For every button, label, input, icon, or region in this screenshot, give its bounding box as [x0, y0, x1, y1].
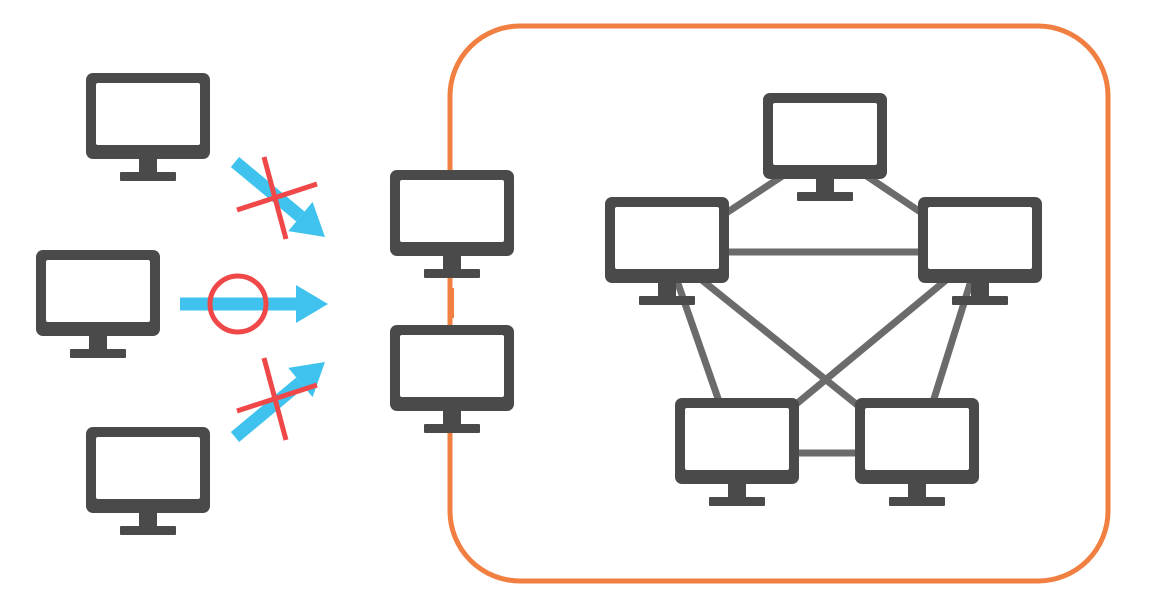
monitor-screen [928, 207, 1032, 269]
monitor-icon [86, 427, 210, 535]
monitor-neck [89, 336, 107, 352]
cross-stroke [236, 181, 318, 213]
monitor-neck [139, 159, 157, 175]
arrow-shaft [230, 157, 305, 222]
monitor-icon [855, 398, 979, 506]
monitor-base [424, 424, 480, 433]
monitor-neck [443, 411, 461, 427]
monitor-icon [605, 197, 729, 305]
gateway-connector-segment [448, 288, 454, 318]
arrow-head [288, 362, 325, 398]
cross-mark-icon [236, 156, 318, 240]
monitor-neck [139, 513, 157, 529]
monitor-base [952, 296, 1008, 305]
monitor-base [424, 269, 480, 278]
arrow-icon [180, 285, 328, 323]
hosts-layer [36, 73, 1042, 535]
monitor-icon [675, 398, 799, 506]
monitor-base [639, 296, 695, 305]
monitor-neck [816, 179, 834, 195]
monitor-screen [685, 408, 789, 470]
monitor-base [797, 192, 853, 201]
monitor-icon [86, 73, 210, 181]
monitor-base [709, 497, 765, 506]
monitor-neck [658, 283, 676, 299]
monitor-base [70, 349, 126, 358]
monitor-icon [763, 93, 887, 201]
arrow-head [296, 285, 328, 323]
monitor-screen [46, 260, 150, 322]
monitor-screen [96, 437, 200, 499]
cross-stroke [236, 382, 318, 414]
access-arrows-layer [180, 156, 328, 442]
monitor-neck [728, 484, 746, 500]
monitor-icon [918, 197, 1042, 305]
monitor-screen [400, 335, 504, 397]
monitor-icon [390, 325, 514, 433]
monitor-icon [390, 170, 514, 278]
monitor-base [889, 497, 945, 506]
monitor-neck [971, 283, 989, 299]
monitor-base [120, 172, 176, 181]
monitor-neck [443, 256, 461, 272]
monitor-neck [908, 484, 926, 500]
monitor-icon [36, 250, 160, 358]
circle-mark-icon [207, 273, 269, 335]
monitor-screen [865, 408, 969, 470]
monitor-screen [400, 180, 504, 242]
arrow-icon [230, 157, 325, 237]
monitor-base [120, 526, 176, 535]
cross-mark-icon [236, 357, 318, 441]
gateway-connector [448, 288, 454, 318]
monitor-screen [96, 83, 200, 145]
monitor-screen [773, 103, 877, 165]
arrow-head [288, 201, 325, 237]
monitor-screen [615, 207, 719, 269]
